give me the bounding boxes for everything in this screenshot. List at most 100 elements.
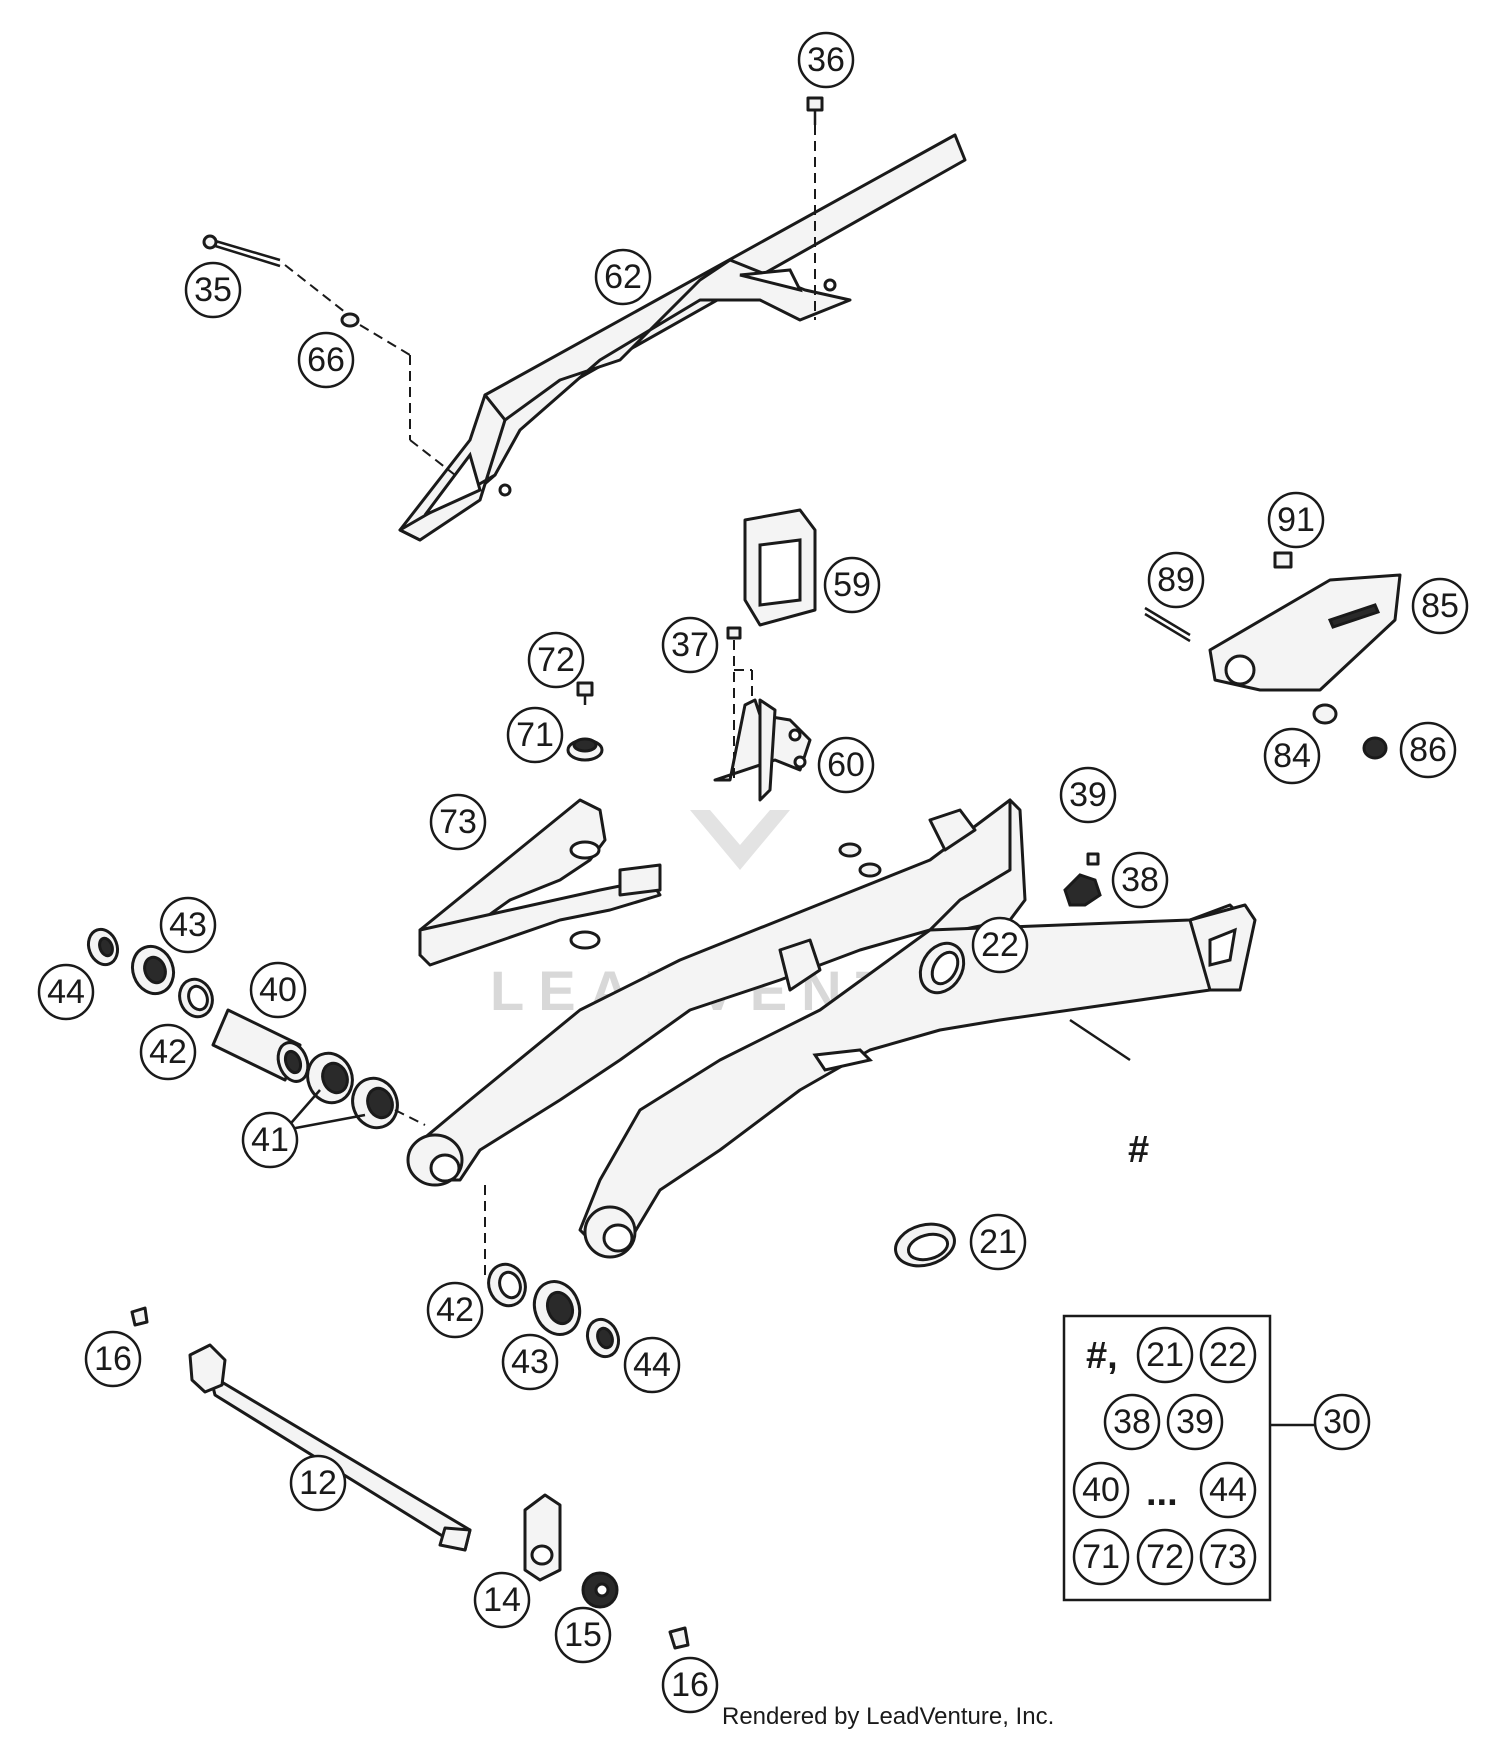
screw-39[interactable]: [1086, 852, 1100, 866]
callout-label: 21: [979, 1223, 1017, 1261]
callout-c21[interactable]: 21: [969, 1213, 1027, 1271]
callout-circle: [1313, 1393, 1371, 1451]
callout-c37[interactable]: 37: [661, 616, 719, 674]
callout-c86[interactable]: 86: [1399, 721, 1457, 779]
callout-c43a[interactable]: 43: [159, 896, 217, 954]
callout-c44b[interactable]: 44: [623, 1336, 681, 1394]
callout-c71[interactable]: 71: [506, 706, 564, 764]
pivot-shaft-12[interactable]: [188, 1343, 472, 1552]
seal-44-left[interactable]: [84, 925, 123, 968]
bushing-40[interactable]: [211, 1008, 313, 1086]
cap-16-top[interactable]: [130, 1306, 149, 1327]
callout-c91[interactable]: 91: [1267, 491, 1325, 549]
needle-bearing-41-a[interactable]: [301, 1047, 359, 1109]
callout-c41[interactable]: 41: [241, 1111, 299, 1169]
callout-k71[interactable]: 71: [1072, 1528, 1130, 1586]
callout-k72[interactable]: 72: [1136, 1528, 1194, 1586]
callout-k73[interactable]: 73: [1199, 1528, 1257, 1586]
callout-k22[interactable]: 22: [1199, 1326, 1257, 1384]
axle-clamp-38[interactable]: [1063, 873, 1102, 907]
callout-k40[interactable]: 40: [1072, 1461, 1130, 1519]
callout-k44[interactable]: 44: [1199, 1461, 1257, 1519]
callout-c60[interactable]: 60: [817, 736, 875, 794]
callout-c43b[interactable]: 43: [501, 1333, 559, 1391]
screw-72[interactable]: [576, 681, 594, 705]
callout-circle: [1147, 551, 1205, 609]
nut-15[interactable]: [581, 1571, 619, 1609]
callout-c38[interactable]: 38: [1111, 851, 1169, 909]
callout-c39[interactable]: 39: [1059, 766, 1117, 824]
callout-c16b[interactable]: 16: [661, 1656, 719, 1714]
chain-guide-85[interactable]: [1208, 573, 1402, 692]
callout-c14[interactable]: 14: [473, 1571, 531, 1629]
callout-c62[interactable]: 62: [594, 248, 652, 306]
sleeve-43-left[interactable]: [126, 941, 180, 1000]
callout-c15[interactable]: 15: [554, 1606, 612, 1664]
callout-circle: [1136, 1528, 1194, 1586]
protector-21[interactable]: [891, 1218, 959, 1272]
washer-66[interactable]: [340, 312, 456, 476]
callout-circle: [554, 1606, 612, 1664]
callout-c84[interactable]: 84: [1263, 727, 1321, 785]
callout-label: 43: [169, 906, 207, 944]
callout-c22[interactable]: 22: [971, 916, 1029, 974]
clamp-14[interactable]: [523, 1493, 562, 1582]
callout-k39[interactable]: 39: [1166, 1393, 1224, 1451]
washer-84[interactable]: [1312, 703, 1338, 725]
callout-label: 89: [1157, 561, 1195, 599]
callout-k38[interactable]: 38: [1103, 1393, 1161, 1451]
washer-42-left[interactable]: [174, 975, 217, 1022]
swingarm-leader: [1069, 1018, 1131, 1062]
callout-circle: [159, 896, 217, 954]
callout-k21[interactable]: 21: [1136, 1326, 1194, 1384]
callout-c72[interactable]: 72: [527, 631, 585, 689]
swingarm-guard-73[interactable]: [418, 798, 662, 967]
callout-c30[interactable]: 30: [1313, 1393, 1371, 1451]
callout-label: 38: [1113, 1403, 1151, 1441]
callout-c59[interactable]: 59: [823, 556, 881, 614]
callout-label: 62: [604, 258, 642, 296]
screw-36[interactable]: [806, 96, 824, 320]
seal-44-right[interactable]: [582, 1315, 623, 1361]
callout-c36[interactable]: 36: [797, 31, 855, 89]
callout-c73[interactable]: 73: [429, 793, 487, 851]
callout-c40[interactable]: 40: [249, 961, 307, 1019]
screw-37[interactable]: [726, 626, 753, 780]
washer-42-right[interactable]: [483, 1259, 531, 1311]
callout-c44a[interactable]: 44: [37, 963, 95, 1021]
callout-c42a[interactable]: 42: [139, 1023, 197, 1081]
callout-circle: [1267, 491, 1325, 549]
callout-label: 59: [833, 566, 871, 604]
callout-c89[interactable]: 89: [1147, 551, 1205, 609]
callout-label: 44: [1209, 1471, 1247, 1509]
needle-bearing-41-b[interactable]: [346, 1072, 404, 1134]
bolt-35[interactable]: [202, 234, 356, 321]
screw-91[interactable]: [1273, 551, 1293, 569]
callout-label: 16: [94, 1340, 132, 1378]
swingarm[interactable]: [406, 798, 1257, 1259]
callout-circle: [241, 1111, 299, 1169]
protector-22[interactable]: [912, 935, 973, 1000]
callout-c66[interactable]: 66: [297, 331, 355, 389]
callout-c35[interactable]: 35: [184, 261, 242, 319]
sleeve-43-right[interactable]: [527, 1275, 587, 1341]
callout-c16a[interactable]: 16: [84, 1330, 142, 1388]
chain-guard[interactable]: [398, 133, 967, 542]
callout-c85[interactable]: 85: [1411, 577, 1469, 635]
screw-89[interactable]: [1144, 606, 1191, 643]
callout-circle: [971, 916, 1029, 974]
bracket-60[interactable]: [713, 698, 812, 802]
rubber-block-59[interactable]: [743, 508, 817, 627]
bushing-71[interactable]: [566, 737, 604, 762]
callout-label: 91: [1277, 501, 1315, 539]
callout-circle: [297, 331, 355, 389]
callout-label: 37: [671, 626, 709, 664]
callout-label: 12: [299, 1464, 337, 1502]
callout-circle: [506, 706, 564, 764]
callout-label: 40: [1082, 1471, 1120, 1509]
nut-86[interactable]: [1362, 736, 1388, 760]
callout-c42b[interactable]: 42: [426, 1281, 484, 1339]
cap-16-bottom[interactable]: [668, 1626, 690, 1650]
callout-c12[interactable]: 12: [289, 1454, 347, 1512]
